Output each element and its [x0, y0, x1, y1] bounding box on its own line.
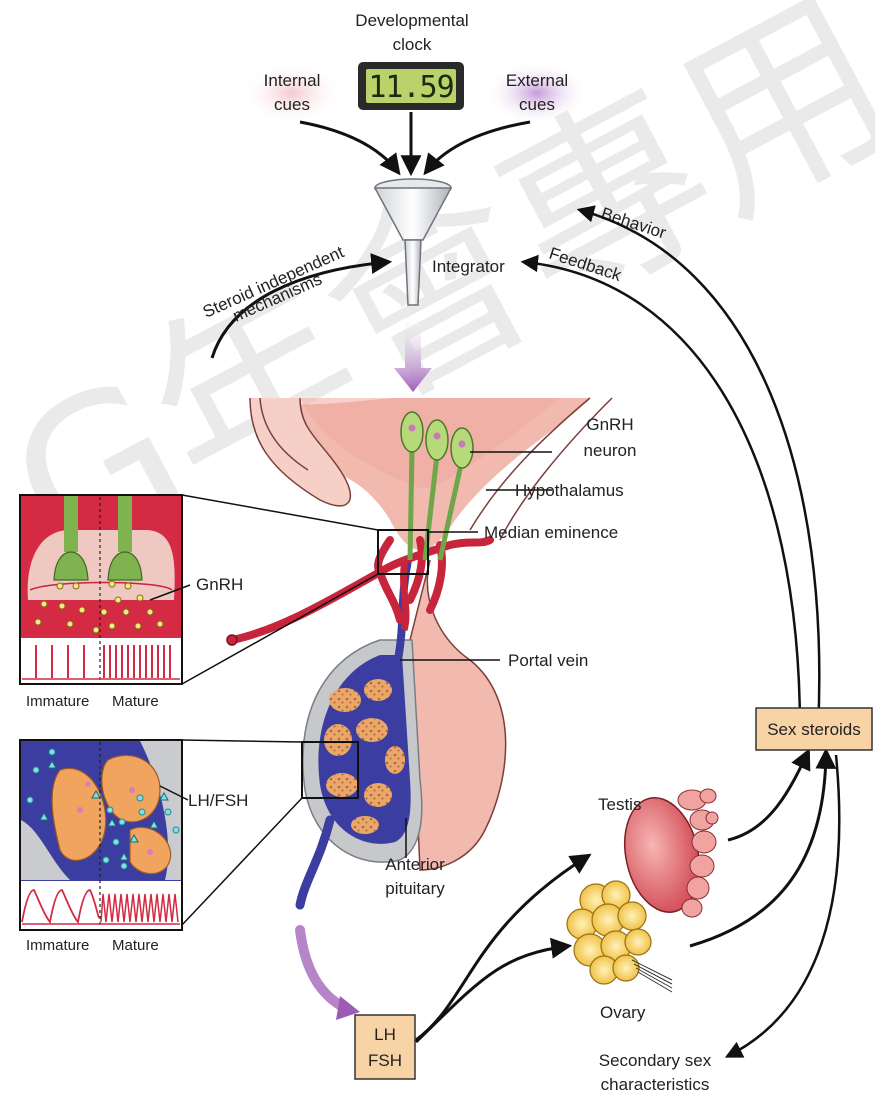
lh-fsh-to-ovary-arrow — [416, 946, 568, 1042]
testis-label: Testis — [598, 795, 641, 814]
anterior-pituitary-line1: Anterior — [385, 855, 445, 874]
clock-title-line2: clock — [393, 35, 432, 54]
posterior-pituitary — [410, 560, 506, 870]
secondary-sex-line1: Secondary sex — [599, 1051, 712, 1070]
lh-fsh-box: LH FSH — [355, 1015, 415, 1079]
inset-bottom-immature: Immature — [26, 937, 89, 954]
gnrh-neuron-line1: GnRH — [586, 415, 633, 434]
inset-top-immature: Immature — [26, 693, 89, 710]
lh-fsh-box-line2: FSH — [368, 1051, 402, 1070]
inset-gnrh — [20, 495, 182, 684]
external-cues-line2: cues — [519, 95, 555, 114]
inset-lh-fsh — [20, 740, 182, 930]
pituitary-outflow-vein — [300, 820, 330, 905]
sex-steroids-label: Sex steroids — [767, 720, 861, 739]
secondary-sex-line2: characteristics — [601, 1075, 710, 1094]
anterior-pituitary-line2: pituitary — [385, 879, 445, 898]
developmental-clock: Developmental clock 11.59 — [355, 11, 468, 110]
clock-title-line1: Developmental — [355, 11, 468, 30]
internal-cues-line2: cues — [274, 95, 310, 114]
clock-display: 11.59 — [368, 70, 453, 105]
inset-top-mature: Mature — [112, 693, 159, 710]
hypothalamus-label: Hypothalamus — [515, 481, 624, 500]
internal-cues-line1: Internal — [264, 71, 321, 90]
lh-fsh-label: LH/FSH — [188, 791, 248, 810]
pituitary-output-arrow — [300, 930, 345, 1008]
gnrh-neuron-line2: neuron — [584, 441, 637, 460]
external-cues-line1: External — [506, 71, 568, 90]
median-eminence-vessels — [232, 540, 490, 640]
internal-cues-arrow — [300, 122, 398, 172]
inset-bottom-mature: Mature — [112, 937, 159, 954]
median-eminence-label: Median eminence — [484, 523, 618, 542]
gnrh-label: GnRH — [196, 575, 243, 594]
sex-steroids-box: Sex steroids — [756, 708, 872, 750]
testis-to-steroids-arrow — [728, 752, 808, 840]
portal-vein-label: Portal vein — [508, 651, 588, 670]
ovary-label: Ovary — [600, 1003, 646, 1022]
vessel-end — [227, 635, 237, 645]
lh-fsh-box-line1: LH — [374, 1025, 396, 1044]
integrator-label: Integrator — [432, 257, 505, 276]
